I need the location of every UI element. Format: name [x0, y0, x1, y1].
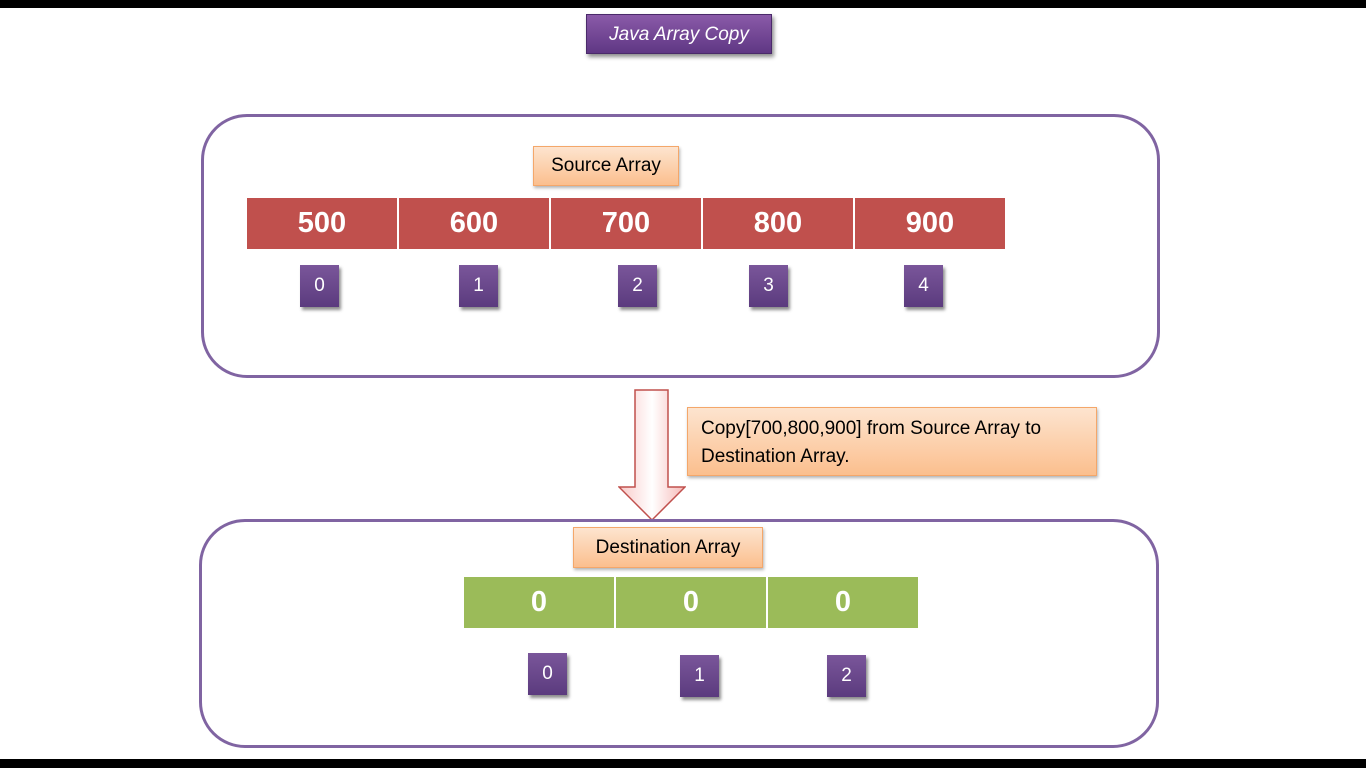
slide-canvas: Java Array Copy Source Array 500 600 700…: [0, 8, 1366, 759]
source-index-badge: 2: [618, 265, 657, 307]
source-index-badge: 0: [300, 265, 339, 307]
copy-description-line: Destination Array.: [701, 446, 850, 467]
destination-cell: 0: [464, 577, 614, 628]
source-cell: 600: [399, 198, 549, 249]
copy-arrow-icon: [618, 389, 686, 522]
destination-array: 0 0 0: [464, 577, 918, 628]
source-cell: 900: [855, 198, 1005, 249]
destination-cell: 0: [616, 577, 766, 628]
source-index-badge: 4: [904, 265, 943, 307]
source-cell: 700: [551, 198, 701, 249]
source-array: 500 600 700 800 900: [247, 198, 1005, 249]
destination-cell: 0: [768, 577, 918, 628]
source-index-badge: 3: [749, 265, 788, 307]
source-cell: 500: [247, 198, 397, 249]
copy-description-note: Copy[700,800,900] from Source Array to D…: [687, 407, 1097, 476]
destination-index-badge: 0: [528, 653, 567, 695]
source-cell: 800: [703, 198, 853, 249]
destination-index-badge: 1: [680, 655, 719, 697]
copy-description-line: Copy[700,800,900] from Source Array to: [701, 418, 1042, 439]
source-index-badge: 1: [459, 265, 498, 307]
source-array-label: Source Array: [533, 146, 679, 186]
diagram-title: Java Array Copy: [586, 14, 772, 54]
destination-index-badge: 2: [827, 655, 866, 697]
destination-array-label: Destination Array: [573, 527, 763, 568]
